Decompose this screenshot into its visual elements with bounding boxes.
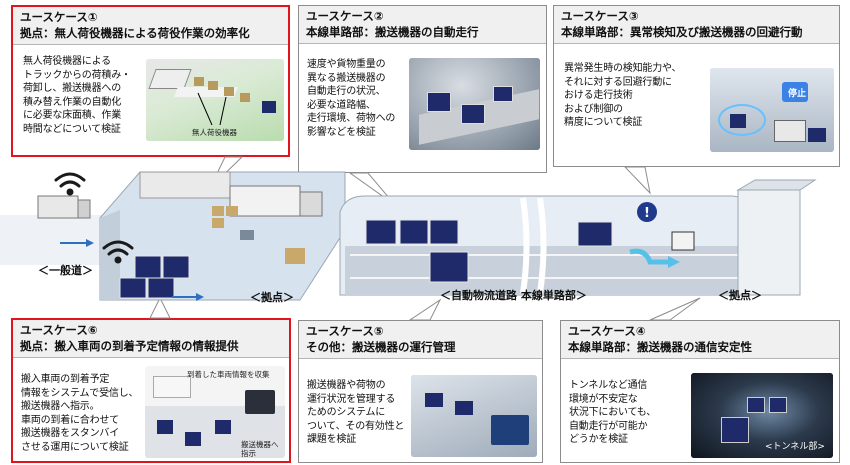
usecase-5-header: ユースケース⑤ その他：搬送機器の運行管理 xyxy=(299,321,542,359)
usecase-3-box: ユースケース③ 本線単路部：異常検知及び搬送機器の回避行動 異常発生時の検知能力… xyxy=(553,5,840,167)
usecase-5-title: ユースケース⑤ xyxy=(306,324,384,338)
hub-right-label: ＜拠点＞ xyxy=(718,289,762,302)
usecase-1-body: 無人荷役機器による トラックからの荷積み・ 荷卸し、搬送機器への 積み替え作業の… xyxy=(23,56,131,135)
usecase-3-illustration: 停止 xyxy=(710,68,834,152)
general-road-label: ＜一般道＞ xyxy=(38,264,93,277)
usecase-6-title: ユースケース⑥ xyxy=(20,323,98,337)
usecase-1-box: ユースケース① 拠点：無人荷役機器による荷役作業の効率化 無人荷役機器による ト… xyxy=(11,5,290,157)
wifi-icon-hub xyxy=(102,240,134,264)
usecase-1-illustration: 無人荷役機器 xyxy=(146,59,284,141)
hub-left-label: ＜拠点＞ xyxy=(250,291,294,304)
usecase-4-subtitle: 本線単路部：搬送機器の通信安定性 xyxy=(568,340,752,354)
unmanned-equipment-label: 無人荷役機器 xyxy=(192,128,237,137)
usecase-3-body: 異常発生時の検知能力や、 それに対する回避行動に おける走行技術 および制御の … xyxy=(564,63,682,129)
usecase-5-box: ユースケース⑤ その他：搬送機器の運行管理 搬送機器や荷物の 運行状況を管理する… xyxy=(298,320,543,463)
usecase-2-box: ユースケース② 本線単路部：搬送機器の自動走行 速度や貨物重量の 異なる搬送機器… xyxy=(298,5,547,173)
usecase-6-subtitle: 拠点：搬入車両の到着予定情報の情報提供 xyxy=(20,339,239,353)
usecase-4-title: ユースケース④ xyxy=(568,324,646,338)
main-line-label: ＜自動物流道路 本線単路部＞ xyxy=(440,289,587,302)
arrival-info-label: 到着した車両情報を収集 xyxy=(187,370,270,379)
usecase-3-subtitle: 本線単路部：異常検知及び搬送機器の回避行動 xyxy=(561,25,803,39)
usecase-5-body: 搬送機器や荷物の 運行状況を管理する ためのシステムに ついて、その有効性と 課… xyxy=(307,380,405,446)
usecase-4-box: ユースケース④ 本線単路部：搬送機器の通信安定性 トンネルなど通信 環境が不安定… xyxy=(560,320,840,463)
usecase-4-illustration: <トンネル部> xyxy=(691,373,833,458)
wifi-icon-truck xyxy=(54,172,86,196)
stop-sign-label: 停止 xyxy=(788,89,807,99)
usecase-3-title: ユースケース③ xyxy=(561,9,639,23)
usecase-1-title: ユースケース① xyxy=(20,10,98,24)
usecase-3-header: ユースケース③ 本線単路部：異常検知及び搬送機器の回避行動 xyxy=(554,6,839,44)
usecase-2-subtitle: 本線単路部：搬送機器の自動走行 xyxy=(306,25,479,39)
usecase-1-header: ユースケース① 拠点：無人荷役機器による荷役作業の効率化 xyxy=(13,7,288,45)
svg-text:!: ! xyxy=(644,206,650,221)
instruct-carrier-label: 搬送機器へ 指示 xyxy=(241,440,279,458)
usecase-2-illustration xyxy=(409,58,540,150)
usecase-6-illustration: 到着した車両情報を収集 搬送機器へ 指示 xyxy=(145,366,285,458)
usecase-4-header: ユースケース④ 本線単路部：搬送機器の通信安定性 xyxy=(561,321,839,359)
usecase-6-box: ユースケース⑥ 拠点：搬入車両の到着予定情報の情報提供 搬入車両の到着予定 情報… xyxy=(11,318,291,463)
usecase-6-body: 搬入車両の到着予定 情報をシステムで受信し、 搬送機器へ指示。 車両の到着に合わ… xyxy=(21,374,139,453)
usecase-5-illustration xyxy=(411,375,537,457)
tunnel-label: <トンネル部> xyxy=(765,442,825,452)
usecase-2-body: 速度や貨物重量の 異なる搬送機器の 自動走行の状況、 必要な道路幅、 走行環境、… xyxy=(307,59,396,138)
usecase-5-subtitle: その他：搬送機器の運行管理 xyxy=(306,340,456,354)
usecase-2-title: ユースケース② xyxy=(306,9,384,23)
usecase-2-header: ユースケース② 本線単路部：搬送機器の自動走行 xyxy=(299,6,546,44)
usecase-1-subtitle: 拠点：無人荷役機器による荷役作業の効率化 xyxy=(20,26,250,40)
usecase-6-header: ユースケース⑥ 拠点：搬入車両の到着予定情報の情報提供 xyxy=(13,320,289,358)
usecase-4-body: トンネルなど通信 環境が不安定な 状況下においても、 自動走行が可能か どうかを… xyxy=(569,380,657,446)
